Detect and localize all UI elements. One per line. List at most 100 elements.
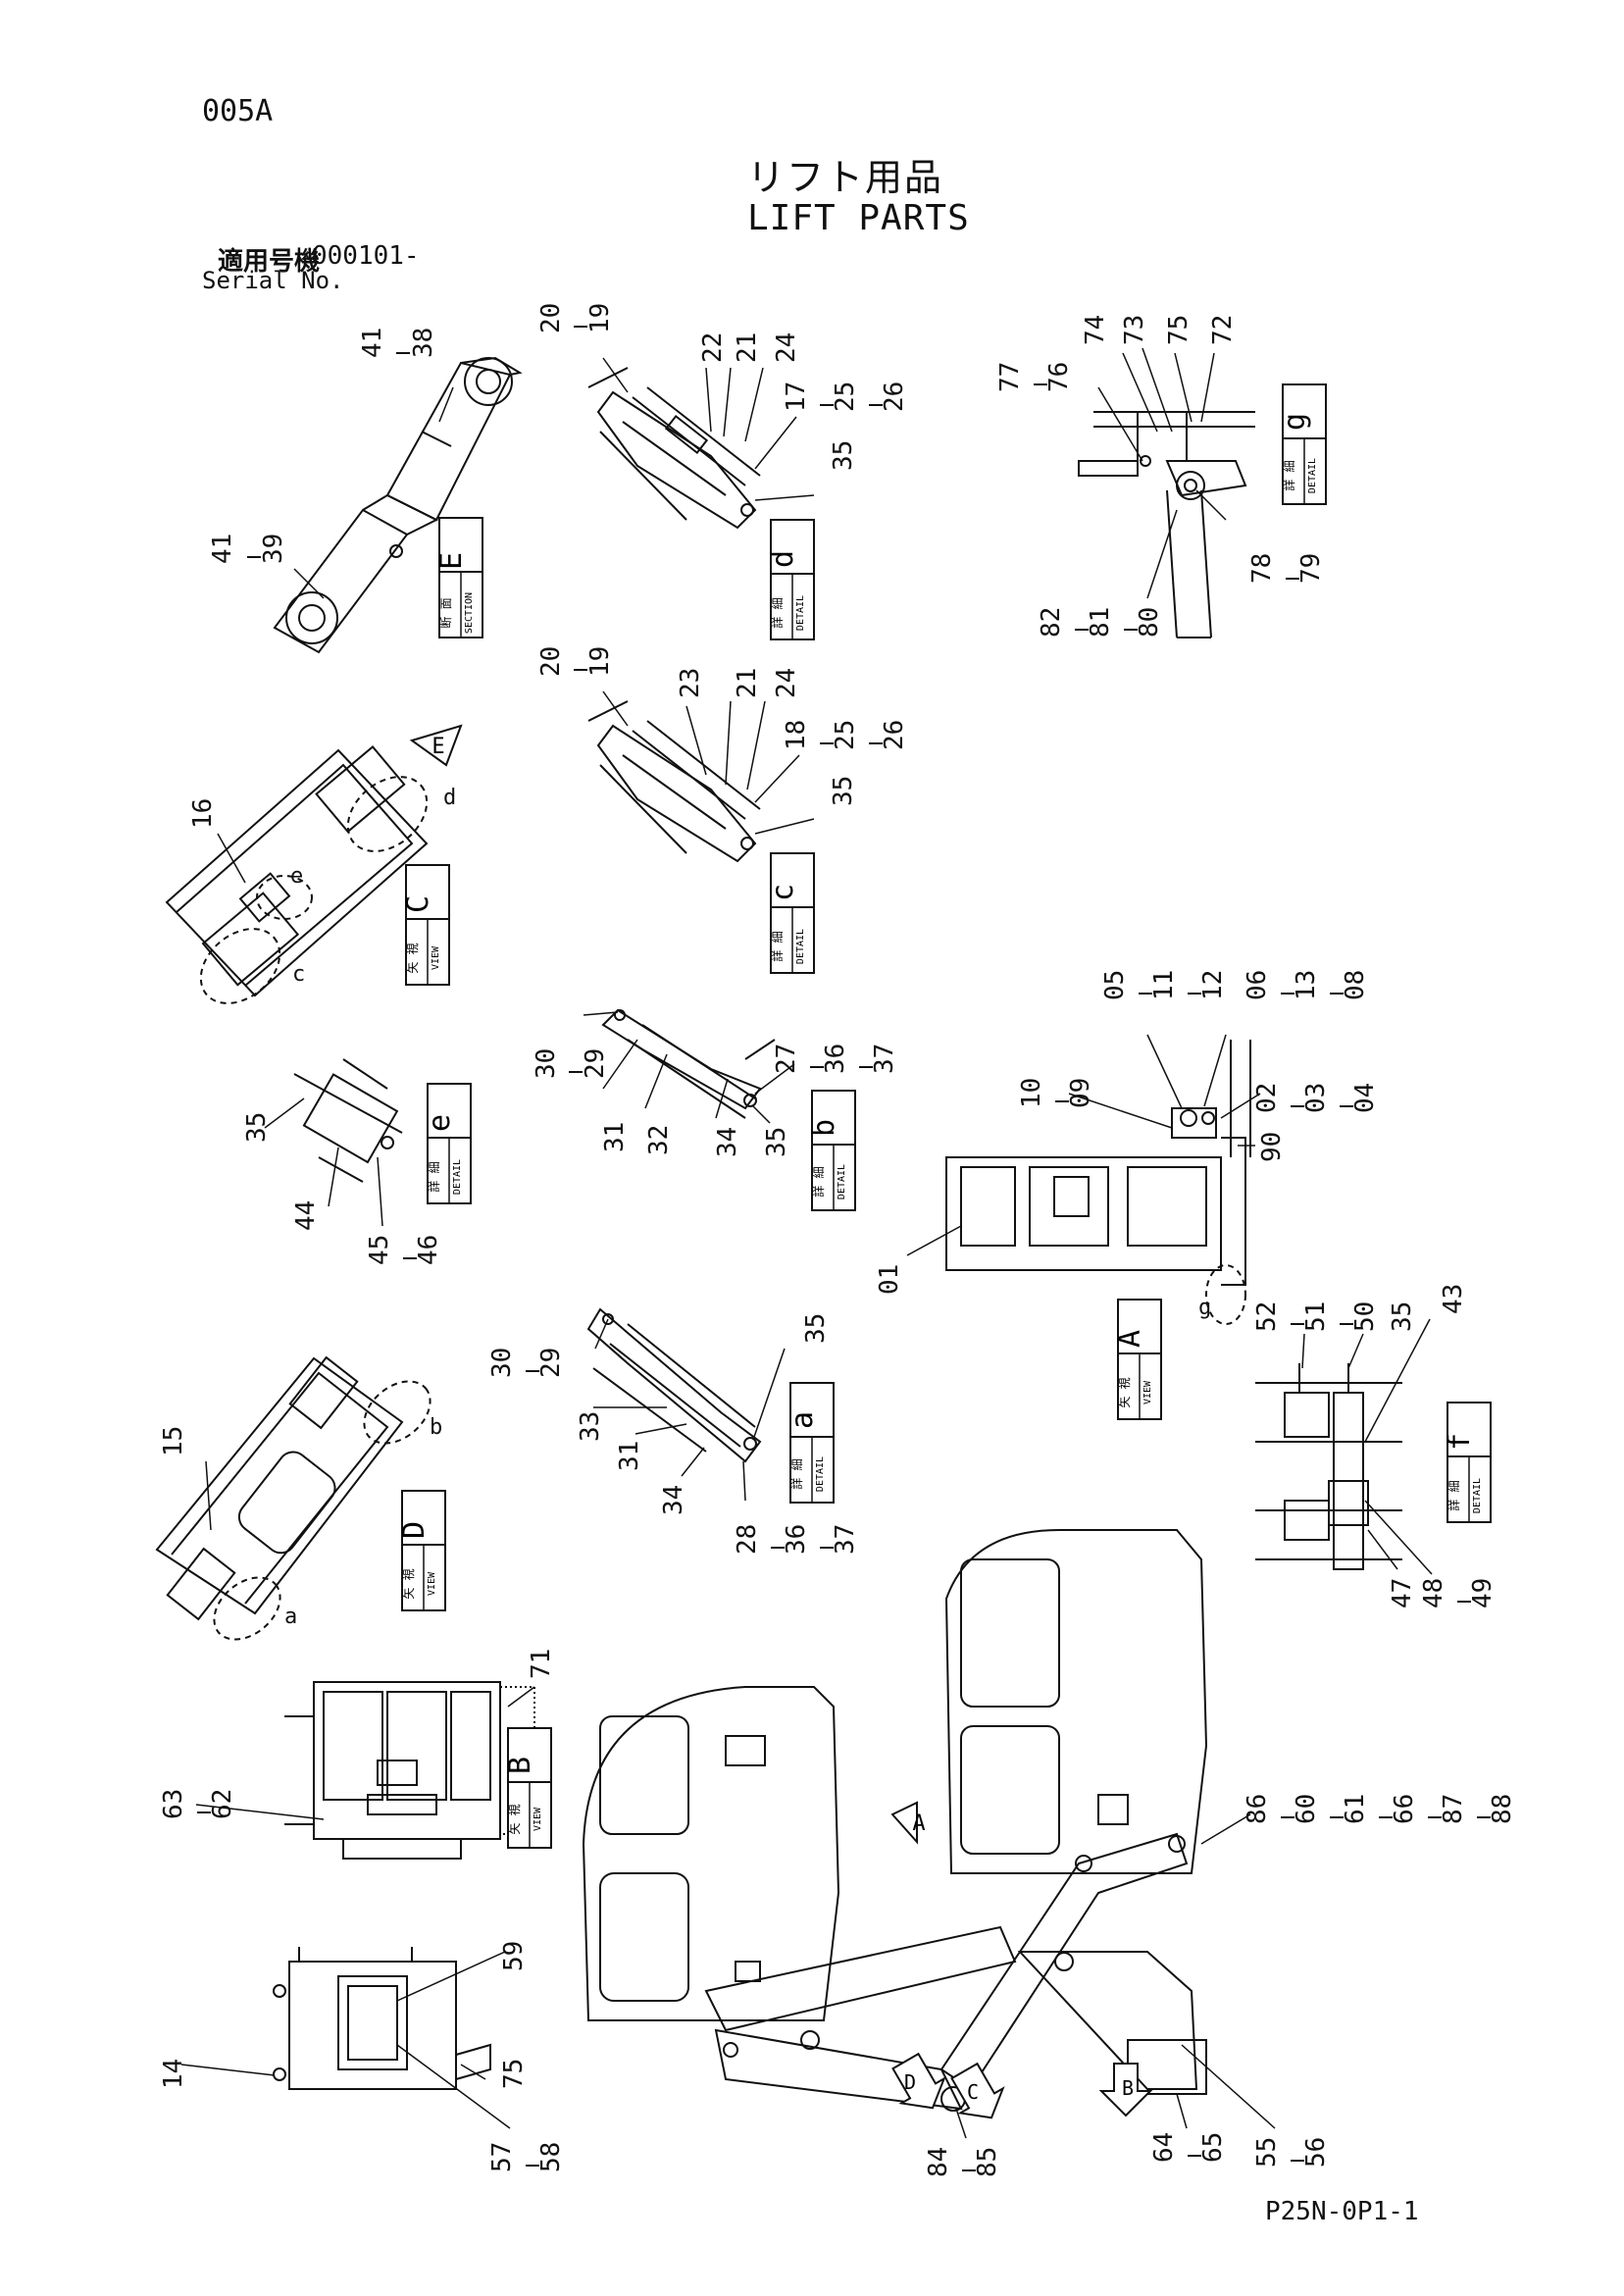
svg-text:B: B <box>1122 2076 1134 2100</box>
callout-43: 43 <box>1439 1284 1468 1314</box>
callout-38: 38 <box>409 328 438 358</box>
callout-34: 34 <box>713 1127 742 1157</box>
view-a-machine <box>945 1040 1251 1325</box>
callout-19: 19 <box>585 646 615 677</box>
callout-12: 12 <box>1198 970 1228 1000</box>
callout-28: 28 <box>733 1524 762 1555</box>
callout-41: 41 <box>358 328 387 358</box>
callout-13: 13 <box>1292 970 1321 1000</box>
callout-77: 77 <box>995 362 1025 392</box>
document-code: P25N-0P1-1 <box>1265 2197 1419 2226</box>
svg-text:矢 視: 矢 視 <box>401 1568 416 1599</box>
callout-05: 05 <box>1100 970 1130 1000</box>
svg-text:詳 細: 詳 細 <box>1446 1480 1461 1510</box>
svg-text:e: e <box>423 1114 457 1132</box>
serial-value: 000101- <box>312 241 420 271</box>
callout-32: 32 <box>644 1125 674 1155</box>
detail-f-drawing <box>1255 1363 1402 1570</box>
view-arrow-b: B <box>1098 2063 1153 2117</box>
callout-01: 01 <box>875 1264 904 1295</box>
svg-text:f: f <box>1443 1433 1477 1451</box>
svg-text:VIEW: VIEW <box>533 1807 543 1831</box>
callout-17: 17 <box>782 382 811 412</box>
svg-text:c: c <box>766 884 800 901</box>
svg-text:矢 視: 矢 視 <box>1117 1377 1132 1407</box>
callout-82: 82 <box>1037 607 1066 638</box>
callout-23: 23 <box>676 668 705 698</box>
callout-24: 24 <box>772 332 801 363</box>
svg-text:詳 細: 詳 細 <box>770 931 785 961</box>
box-en: SECTION <box>464 592 475 634</box>
callout-41: 41 <box>208 534 237 564</box>
view-d-label-box: D 矢 視 VIEW <box>397 1490 446 1611</box>
callout-35: 35 <box>829 776 858 806</box>
callout-31: 31 <box>600 1122 630 1152</box>
callout-26: 26 <box>880 720 909 750</box>
callout-24: 24 <box>772 668 801 698</box>
callout-75: 75 <box>499 2059 529 2089</box>
callout-52: 52 <box>1252 1301 1282 1332</box>
svg-text:詳 細: 詳 細 <box>811 1166 826 1197</box>
callout-36: 36 <box>821 1044 850 1074</box>
callout-16: 16 <box>188 798 218 829</box>
svg-text:g: g <box>1278 413 1312 431</box>
svg-text:VIEW: VIEW <box>1142 1380 1153 1404</box>
callout-44: 44 <box>291 1200 321 1231</box>
callout-64: 64 <box>1149 2132 1179 2163</box>
svg-text:DETAIL: DETAIL <box>452 1159 463 1195</box>
callout-08: 08 <box>1341 970 1370 1000</box>
svg-text:DETAIL: DETAIL <box>837 1164 847 1199</box>
callout-61: 61 <box>1341 1794 1370 1824</box>
svg-text:DETAIL: DETAIL <box>795 929 806 964</box>
callout-30: 30 <box>487 1348 517 1378</box>
detail-d-drawing <box>587 367 761 530</box>
callout-87: 87 <box>1439 1794 1468 1824</box>
callout-04: 04 <box>1350 1083 1380 1113</box>
detail-g-drawing <box>1078 411 1255 638</box>
serial-label-en: Serial No. <box>202 267 344 294</box>
view-d-frame <box>155 1355 431 1641</box>
page-code: 005A <box>202 94 274 128</box>
lower-left-unit <box>273 1947 491 2090</box>
svg-text:詳 細: 詳 細 <box>427 1161 441 1192</box>
callout-45: 45 <box>365 1235 394 1265</box>
callout-49: 49 <box>1468 1578 1497 1608</box>
callout-55: 55 <box>1252 2137 1282 2168</box>
letter-a: a <box>284 1605 297 1629</box>
callout-75: 75 <box>1164 315 1193 345</box>
callout-48: 48 <box>1419 1578 1448 1608</box>
svg-text:詳 細: 詳 細 <box>770 597 785 628</box>
svg-text:DETAIL: DETAIL <box>1472 1478 1483 1513</box>
detail-c-label-box: c 詳 細 DETAIL <box>766 852 815 974</box>
svg-text:DETAIL: DETAIL <box>795 595 806 631</box>
callout-73: 73 <box>1120 315 1149 345</box>
callout-18: 18 <box>782 720 811 750</box>
callout-84: 84 <box>924 2147 953 2177</box>
callout-25: 25 <box>831 382 860 412</box>
callout-35: 35 <box>829 440 858 471</box>
callout-80: 80 <box>1135 607 1164 638</box>
letter-g: g <box>1198 1296 1211 1320</box>
callout-19: 19 <box>585 303 615 333</box>
svg-text:C: C <box>401 895 435 913</box>
callout-72: 72 <box>1208 315 1238 345</box>
section-e-link <box>273 356 523 654</box>
view-arrow-a: A <box>890 1801 926 1845</box>
callout-06: 06 <box>1243 970 1272 1000</box>
callout-71: 71 <box>527 1649 556 1679</box>
callout-dashes <box>197 326 1491 2171</box>
page-title-en: LIFT PARTS <box>747 198 970 238</box>
callout-35: 35 <box>762 1127 791 1157</box>
callout-37: 37 <box>831 1524 860 1555</box>
callout-20: 20 <box>536 646 566 677</box>
callout-60: 60 <box>1292 1794 1321 1824</box>
view-b-label-box: B 矢 視 VIEW <box>503 1727 552 1849</box>
leader-lines <box>180 347 1433 2139</box>
svg-text:VIEW: VIEW <box>427 1571 437 1596</box>
detail-b-drawing <box>601 1008 776 1119</box>
callout-02: 02 <box>1252 1083 1282 1113</box>
callout-labels: 41 38 41 39 20 19 22 21 24 17 25 26 35 7… <box>159 303 1517 2177</box>
callout-90: 90 <box>1257 1132 1287 1162</box>
letter-e: e <box>290 864 303 889</box>
page-title-jp: リフト用品 <box>747 156 944 199</box>
